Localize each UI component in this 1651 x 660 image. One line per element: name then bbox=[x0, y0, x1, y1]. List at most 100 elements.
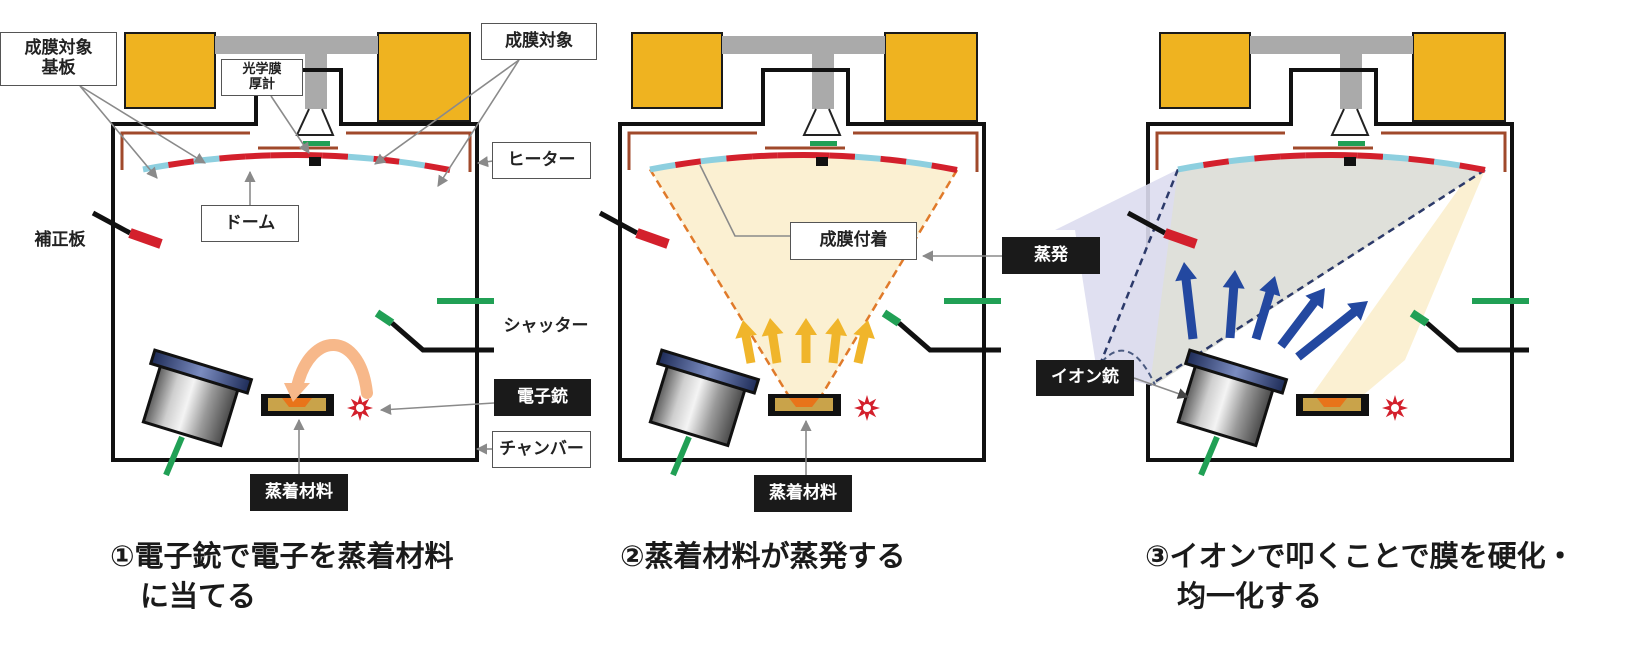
dome-segment bbox=[1202, 158, 1230, 168]
optical-gauge-head bbox=[295, 108, 335, 136]
ion-gun bbox=[648, 348, 761, 448]
dome-segment bbox=[880, 155, 907, 165]
optical-gauge-window bbox=[1338, 141, 1365, 146]
shutter-arm bbox=[897, 321, 1001, 353]
vapor-arrow-icon bbox=[761, 318, 784, 364]
label-heater: ヒーター bbox=[492, 142, 591, 179]
label-ion-gun: イオン銃 bbox=[1036, 360, 1134, 396]
label-material-2: 蒸着材料 bbox=[754, 475, 852, 512]
caption-step-3-line-1: ③イオンで叩くことで膜を硬化・ bbox=[1145, 539, 1575, 573]
correction-plate bbox=[128, 228, 163, 249]
caption-step-1: ①電子銃で電子を蒸着材料 に当てる bbox=[110, 536, 454, 616]
dome-segment bbox=[398, 158, 426, 169]
vapor-arrow-icon bbox=[853, 320, 875, 364]
ion-edge-left bbox=[1095, 168, 1180, 373]
electron-spark-core bbox=[1391, 404, 1399, 412]
dome-segment bbox=[649, 162, 676, 173]
heater-right bbox=[853, 131, 979, 172]
dome-segment bbox=[931, 162, 958, 173]
dome-segment bbox=[322, 152, 349, 160]
dome-segment bbox=[1433, 158, 1461, 169]
ion-gun bbox=[141, 348, 254, 448]
ion-gun-cap bbox=[1183, 348, 1289, 395]
ion-gun bbox=[1176, 348, 1289, 448]
ion-arrow-icon bbox=[1251, 276, 1281, 341]
heater-left bbox=[120, 131, 250, 170]
leader-line bbox=[699, 164, 790, 237]
label-target: 成膜対象 bbox=[481, 23, 597, 60]
dome-segment bbox=[424, 162, 451, 173]
dome-segment bbox=[751, 152, 778, 160]
caption-step-2-line-1: ②蒸着材料が蒸発する bbox=[620, 539, 906, 573]
shutter-arm bbox=[390, 321, 494, 353]
heater-block-left bbox=[1159, 32, 1251, 109]
dome-segment bbox=[1228, 155, 1255, 165]
heater-right bbox=[346, 131, 472, 172]
label-substrate: 成膜対象 基板 bbox=[0, 32, 117, 86]
caption-step-1-line-2: に当てる bbox=[140, 579, 257, 613]
dome-segment bbox=[244, 152, 271, 160]
gas-pipe-horizontal bbox=[722, 36, 885, 54]
leader-line bbox=[270, 95, 310, 154]
leader-line bbox=[79, 85, 206, 164]
leader-line bbox=[1133, 377, 1190, 399]
vapor-arrow-icon bbox=[795, 318, 817, 363]
shutter-blade bbox=[1409, 309, 1430, 327]
gas-pipe-vertical bbox=[1340, 54, 1362, 109]
heater-block-right bbox=[1412, 32, 1506, 122]
dome-segment bbox=[1331, 152, 1358, 159]
caption-step-1-line-1: ①電子銃で電子を蒸着材料 bbox=[110, 539, 454, 573]
electron-beam-arrowhead bbox=[284, 383, 310, 402]
ion-arrow-icon bbox=[1175, 262, 1198, 340]
optical-gauge-sensor bbox=[309, 157, 321, 166]
caption-step-3-line-2: 均一化する bbox=[1177, 579, 1323, 613]
dome-segment bbox=[700, 155, 727, 165]
dome-segment bbox=[905, 158, 933, 169]
apparatus-panel-1 bbox=[91, 32, 494, 477]
optical-gauge-head bbox=[1330, 108, 1370, 136]
dome-segment bbox=[347, 153, 374, 162]
vapor-edge-left bbox=[648, 168, 795, 404]
heater-right bbox=[1381, 131, 1507, 172]
leader-line bbox=[379, 402, 495, 415]
leader-line bbox=[374, 59, 520, 165]
correction-plate-arm bbox=[1126, 210, 1167, 236]
dome-segment bbox=[1254, 153, 1281, 162]
apparatus-panel-2 bbox=[598, 32, 1001, 477]
dome-segment bbox=[1279, 152, 1306, 160]
dome-segment bbox=[1382, 153, 1409, 162]
heater-left bbox=[1155, 131, 1285, 170]
heater-block-left bbox=[124, 32, 216, 109]
leader-line bbox=[476, 156, 494, 168]
heater-block-right bbox=[884, 32, 978, 122]
ion-arrow-icon bbox=[1295, 301, 1368, 361]
apparatus-panel-3 bbox=[1055, 32, 1529, 477]
shutter-blade bbox=[881, 309, 902, 327]
ion-arrow-icon bbox=[1277, 288, 1325, 349]
leader-line bbox=[437, 59, 520, 187]
dome-segment bbox=[1357, 152, 1384, 160]
caption-step-2: ②蒸着材料が蒸発する bbox=[620, 536, 906, 576]
gas-pipe-vertical bbox=[812, 54, 834, 109]
dome-segment bbox=[296, 152, 323, 159]
correction-plate-arm bbox=[598, 210, 639, 236]
dome-segment bbox=[854, 153, 881, 162]
label-electron-gun: 電子銃 bbox=[494, 379, 591, 416]
label-evaporation: 蒸発 bbox=[1002, 237, 1100, 274]
label-chamber: チャンバー bbox=[492, 431, 591, 468]
ion-gun-cable bbox=[163, 435, 185, 477]
ion-gun-cable bbox=[670, 435, 692, 477]
evaporation-material bbox=[789, 398, 819, 407]
vapor-plume bbox=[650, 155, 957, 403]
ion-gun-cap bbox=[655, 348, 761, 395]
gas-pipe-horizontal bbox=[215, 36, 378, 54]
label-dome: ドーム bbox=[201, 205, 299, 242]
heater-block-left bbox=[631, 32, 723, 109]
gas-pipe-horizontal bbox=[1250, 36, 1413, 54]
label-film-deposit: 成膜付着 bbox=[790, 222, 917, 260]
dome-segment bbox=[726, 153, 753, 162]
dome-segment bbox=[219, 153, 246, 162]
optical-gauge-sensor bbox=[816, 157, 828, 166]
ion-gun-cap bbox=[148, 348, 254, 395]
